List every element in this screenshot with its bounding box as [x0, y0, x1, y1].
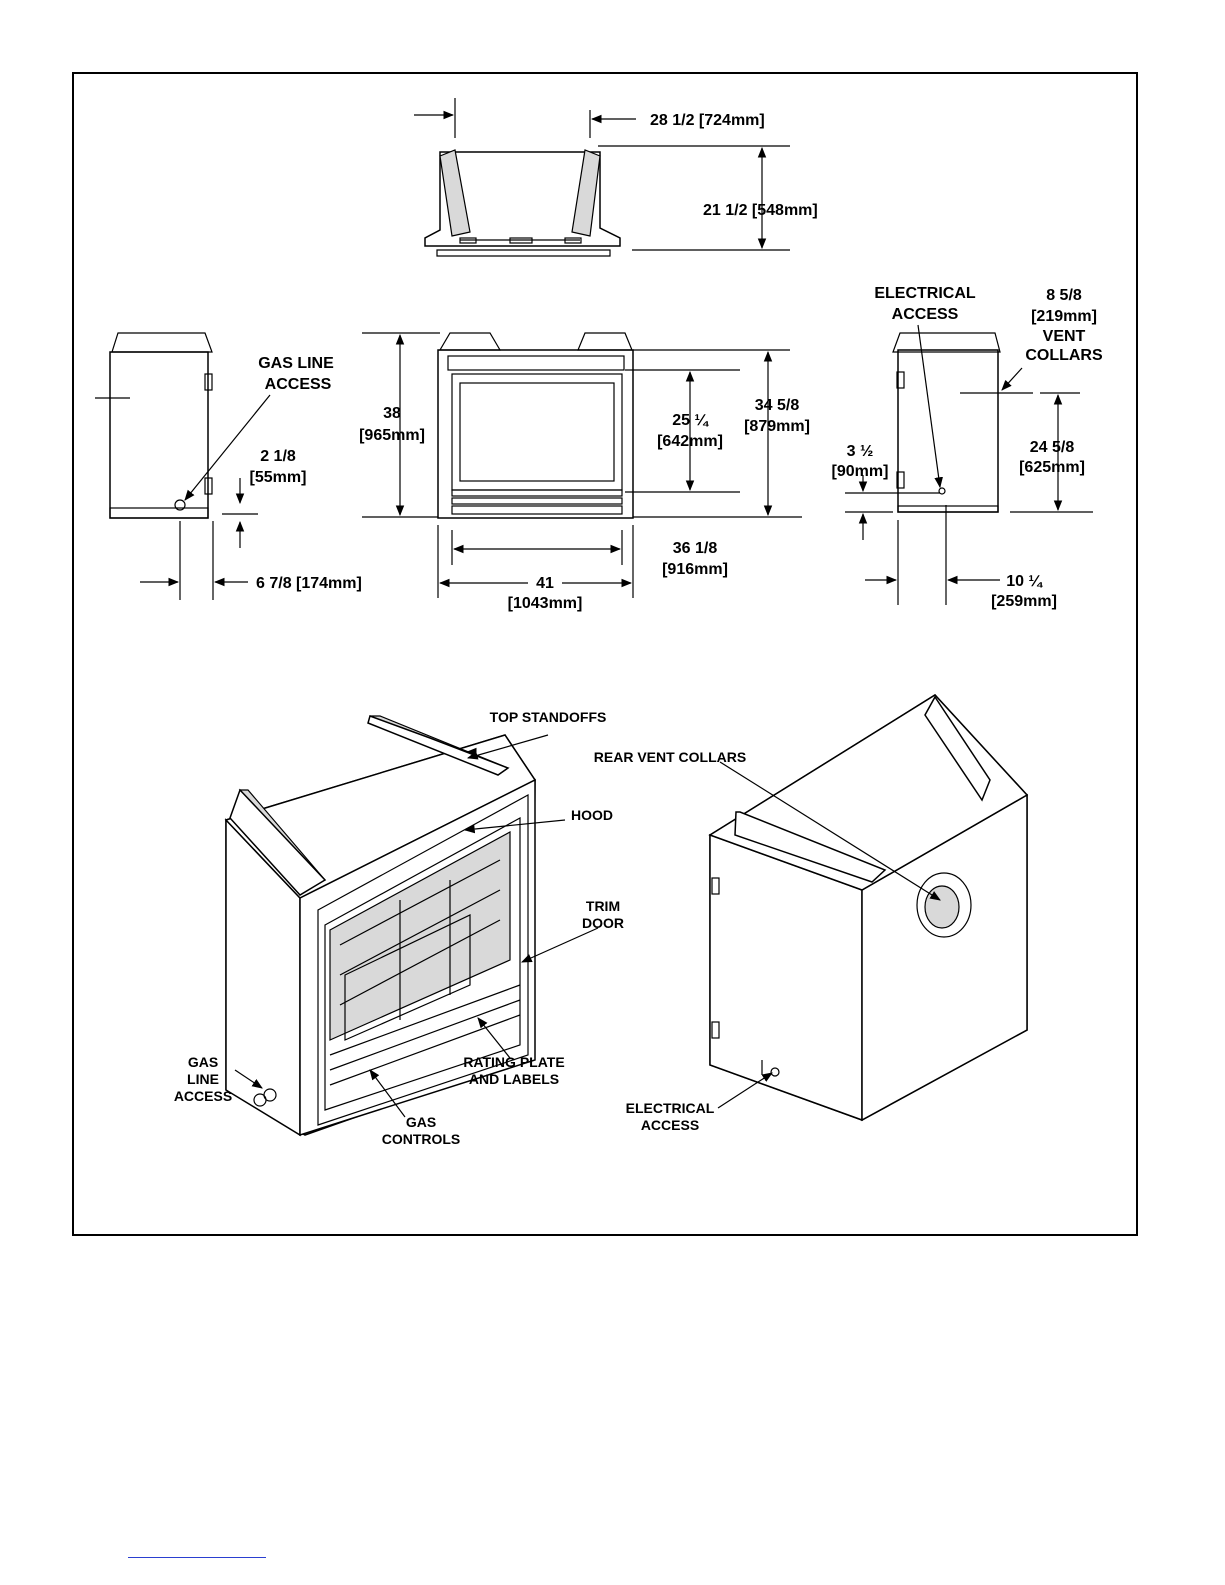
gas-controls-label-1: GAS — [406, 1114, 436, 1130]
side-view-right: ELECTRICAL ACCESS 8 5/8 [219mm] VENT COL… — [832, 285, 1103, 610]
left-offset-dim-2: [55mm] — [250, 469, 307, 486]
iso-gas-line-label-1: GAS — [188, 1054, 218, 1070]
front-isometric-view: TOP STANDOFFS HOOD TRIM DOOR GAS LINE AC… — [174, 709, 624, 1147]
electrical-label-1: ELECTRICAL — [874, 285, 976, 302]
gas-line-label-1: GAS LINE — [258, 355, 334, 372]
vent-collar-dim-1: 8 5/8 — [1046, 287, 1082, 304]
iso-gas-line-label-3: ACCESS — [174, 1088, 232, 1104]
rating-plate-label-1: RATING PLATE — [463, 1054, 564, 1070]
front-view: 38 [965mm] 25 ¼ [642mm] 34 5/8 [879mm] 3… — [359, 332, 810, 612]
vent-height-dim-1: 24 5/8 — [1030, 439, 1075, 456]
right-depth-dim-1: 10 ¼ — [1006, 573, 1043, 590]
rear-electrical-label-2: ACCESS — [641, 1117, 699, 1133]
opening-height-dim-1: 25 ¼ — [672, 412, 709, 429]
side-view-left: GAS LINE ACCESS 2 1/8 [55mm] 6 7/8 [174m… — [95, 332, 362, 600]
overall-width-dim-2: [1043mm] — [508, 595, 583, 612]
overall-width-dim-1: 41 — [536, 575, 554, 592]
left-depth-dim: 6 7/8 [174mm] — [256, 575, 362, 592]
trim-door-label-2: DOOR — [582, 915, 624, 931]
drawing-frame — [72, 72, 1138, 1236]
top-depth-dim: 21 1/2 [548mm] — [703, 202, 818, 219]
rear-vent-collars-label: REAR VENT COLLARS — [594, 749, 746, 765]
overall-height-dim-1: 34 5/8 — [755, 397, 800, 414]
electrical-label-2: ACCESS — [892, 306, 959, 323]
iso-gas-line-label-2: LINE — [187, 1071, 219, 1087]
vent-height-dim-2: [625mm] — [1019, 459, 1085, 476]
right-depth-dim-2: [259mm] — [991, 593, 1057, 610]
rear-electrical-label-1: ELECTRICAL — [626, 1100, 715, 1116]
trim-door-label-1: TRIM — [586, 898, 620, 914]
front-height-dim-2: [965mm] — [359, 427, 425, 444]
rear-isometric-view: REAR VENT COLLARS ELECTRICAL ACCESS — [594, 694, 1029, 1133]
overall-height-dim-2: [879mm] — [744, 418, 810, 435]
vent-collar-dim-3: VENT — [1043, 328, 1086, 345]
top-standoffs-label: TOP STANDOFFS — [490, 709, 607, 725]
opening-width-dim-1: 36 1/8 — [673, 540, 718, 557]
vent-collar-dim-4: COLLARS — [1025, 347, 1103, 364]
gas-controls-label-2: CONTROLS — [382, 1131, 461, 1147]
page-link-underline[interactable] — [128, 1557, 266, 1558]
rating-plate-label-2: AND LABELS — [469, 1071, 559, 1087]
top-width-dim: 28 1/2 [724mm] — [650, 112, 765, 129]
electrical-height-dim-2: [90mm] — [832, 463, 889, 480]
gas-line-label-2: ACCESS — [265, 376, 332, 393]
left-offset-dim-1: 2 1/8 — [260, 448, 296, 465]
front-height-dim-1: 38 — [383, 405, 401, 422]
vent-collar-dim-2: [219mm] — [1031, 308, 1097, 325]
top-view: 28 1/2 [724mm] 21 1/2 [548mm] — [414, 98, 818, 257]
hood-label: HOOD — [571, 807, 613, 823]
opening-width-dim-2: [916mm] — [662, 561, 728, 578]
electrical-height-dim-1: 3 ½ — [847, 443, 874, 460]
opening-height-dim-2: [642mm] — [657, 433, 723, 450]
